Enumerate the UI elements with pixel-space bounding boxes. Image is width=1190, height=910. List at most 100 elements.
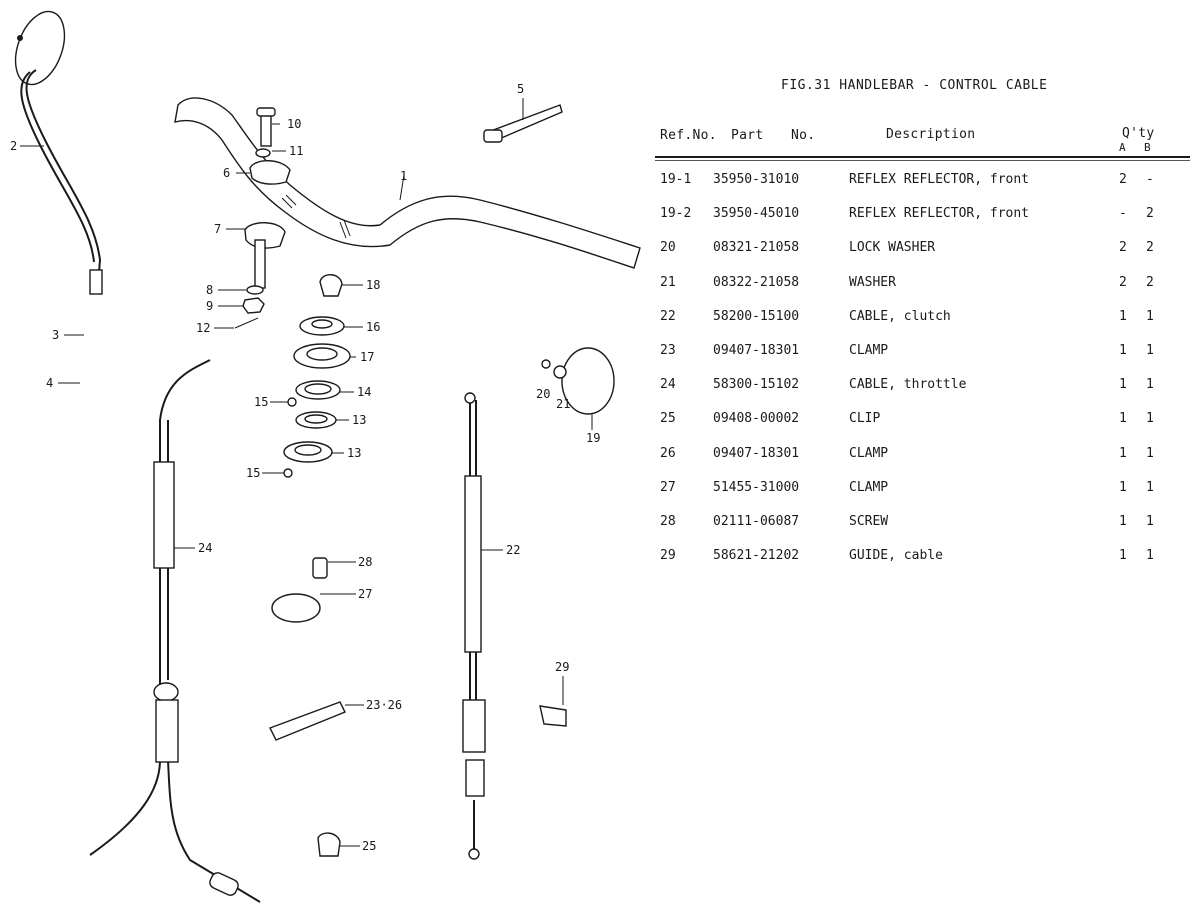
part-no: 58300-15102 — [713, 377, 800, 393]
callout-3: 3 — [52, 328, 59, 342]
part-no: 08321-21058 — [713, 240, 800, 256]
callout-23-26: 23·26 — [366, 698, 402, 712]
part-no: 09407-18301 — [713, 342, 800, 358]
header-no: No. — [791, 128, 816, 143]
callout-1: 1 — [400, 169, 407, 183]
header-rule — [655, 156, 1190, 158]
part-no: 58621-21202 — [713, 548, 800, 564]
part-no: 02111-06087 — [713, 513, 800, 529]
part-no: 58200-15100 — [713, 308, 800, 324]
header-ref-no: Ref.No. — [660, 128, 717, 143]
ref-no: 19-1 — [660, 172, 692, 187]
description: LOCK WASHER — [849, 240, 936, 256]
qty-a: 2 — [1119, 274, 1127, 290]
part-no: 35950-31010 — [713, 172, 800, 187]
table-row: 24 58300-15102 CABLE, throttle 1 1 — [660, 377, 1180, 411]
callout-8: 8 — [206, 283, 213, 297]
callout-14: 14 — [357, 385, 371, 399]
qty-a: 1 — [1119, 342, 1127, 358]
clutch-cable-drawing — [462, 392, 486, 860]
description: REFLEX REFLECTOR, front — [849, 206, 1030, 222]
part-no: 35950-45010 — [713, 206, 800, 222]
callout-2: 2 — [10, 139, 17, 153]
qty-b: 2 — [1146, 206, 1154, 222]
table-row: 23 09407-18301 CLAMP 1 1 — [660, 343, 1180, 377]
qty-b: 1 — [1146, 479, 1154, 495]
table-row: 29 58621-21202 GUIDE, cable 1 1 — [660, 548, 1180, 582]
header-rule-thin — [655, 160, 1190, 161]
ref-no: 24 — [660, 377, 676, 393]
qty-a: 2 — [1119, 240, 1127, 256]
header-part: Part — [731, 128, 764, 143]
parts-table: 19-1 35950-31010 REFLEX REFLECTOR, front… — [660, 172, 1180, 582]
mirror-drawing — [14, 10, 103, 295]
description: SCREW — [849, 513, 889, 529]
part-no: 51455-31000 — [713, 479, 800, 495]
callout-10: 10 — [287, 117, 301, 131]
part-no: 08322-21058 — [713, 274, 800, 290]
ref-no: 26 — [660, 445, 676, 461]
qty-a: 1 — [1119, 411, 1127, 427]
callout-6: 6 — [223, 166, 230, 180]
callout-28: 28 — [358, 555, 372, 569]
qty-a: 1 — [1119, 445, 1127, 461]
header-qty-b: B — [1144, 141, 1151, 154]
ref-no: 21 — [660, 274, 676, 290]
qty-b: 1 — [1146, 548, 1154, 564]
ref-no: 19-2 — [660, 206, 692, 222]
callout-5: 5 — [517, 82, 524, 96]
qty-b: 1 — [1146, 308, 1154, 324]
table-row: 19-1 35950-31010 REFLEX REFLECTOR, front… — [660, 172, 1180, 206]
description: REFLEX REFLECTOR, front — [849, 172, 1030, 187]
part-no: 09407-18301 — [713, 445, 800, 461]
callout-29: 29 — [555, 660, 569, 674]
callout-22: 22 — [506, 543, 520, 557]
description: CLAMP — [849, 479, 889, 495]
callout-12: 12 — [196, 321, 210, 335]
handlebar-drawing — [174, 97, 641, 269]
qty-a: 1 — [1119, 308, 1127, 324]
description: GUIDE, cable — [849, 548, 943, 564]
description: CLAMP — [849, 342, 889, 358]
callout-9: 9 — [206, 299, 213, 313]
qty-b: 1 — [1146, 411, 1154, 427]
header-qty-a: A — [1119, 141, 1126, 154]
ref-no: 29 — [660, 548, 676, 564]
qty-b: 1 — [1146, 445, 1154, 461]
table-row: 28 02111-06087 SCREW 1 1 — [660, 514, 1180, 548]
qty-a: 1 — [1119, 548, 1127, 564]
callout-17: 17 — [360, 350, 374, 364]
ref-no: 22 — [660, 308, 676, 324]
callout-16: 16 — [366, 320, 380, 334]
ref-no: 28 — [660, 513, 676, 529]
qty-a: 1 — [1119, 377, 1127, 393]
description: CABLE, throttle — [849, 377, 967, 393]
ref-no: 20 — [660, 240, 676, 256]
table-row: 27 51455-31000 CLAMP 1 1 — [660, 480, 1180, 514]
table-row: 20 08321-21058 LOCK WASHER 2 2 — [660, 240, 1180, 274]
description: CLAMP — [849, 445, 889, 461]
part-no: 09408-00002 — [713, 411, 800, 427]
qty-b: 1 — [1146, 513, 1154, 529]
description: CLIP — [849, 411, 881, 427]
callout-11: 11 — [289, 144, 303, 158]
header-qty: Q'ty — [1122, 126, 1155, 141]
nut-washer-drawing — [234, 285, 265, 329]
table-row: 22 58200-15100 CABLE, clutch 1 1 — [660, 309, 1180, 343]
qty-a: 2 — [1119, 172, 1127, 187]
callout-21: 21 — [556, 397, 570, 411]
throttle-cable-drawing — [89, 359, 261, 903]
callout-25: 25 — [362, 839, 376, 853]
table-row: 21 08322-21058 WASHER 2 2 — [660, 275, 1180, 309]
callout-27: 27 — [358, 587, 372, 601]
qty-b: 2 — [1146, 274, 1154, 290]
qty-a: 1 — [1119, 479, 1127, 495]
qty-b: 2 — [1146, 240, 1154, 256]
leader-lines — [20, 98, 593, 847]
misc-parts-drawing — [269, 104, 615, 857]
figure-title: FIG.31 HANDLEBAR - CONTROL CABLE — [781, 78, 1048, 93]
table-row: 26 09407-18301 CLAMP 1 1 — [660, 446, 1180, 480]
description: CABLE, clutch — [849, 308, 951, 324]
callout-15b: 15 — [246, 466, 260, 480]
qty-a: 1 — [1119, 513, 1127, 529]
